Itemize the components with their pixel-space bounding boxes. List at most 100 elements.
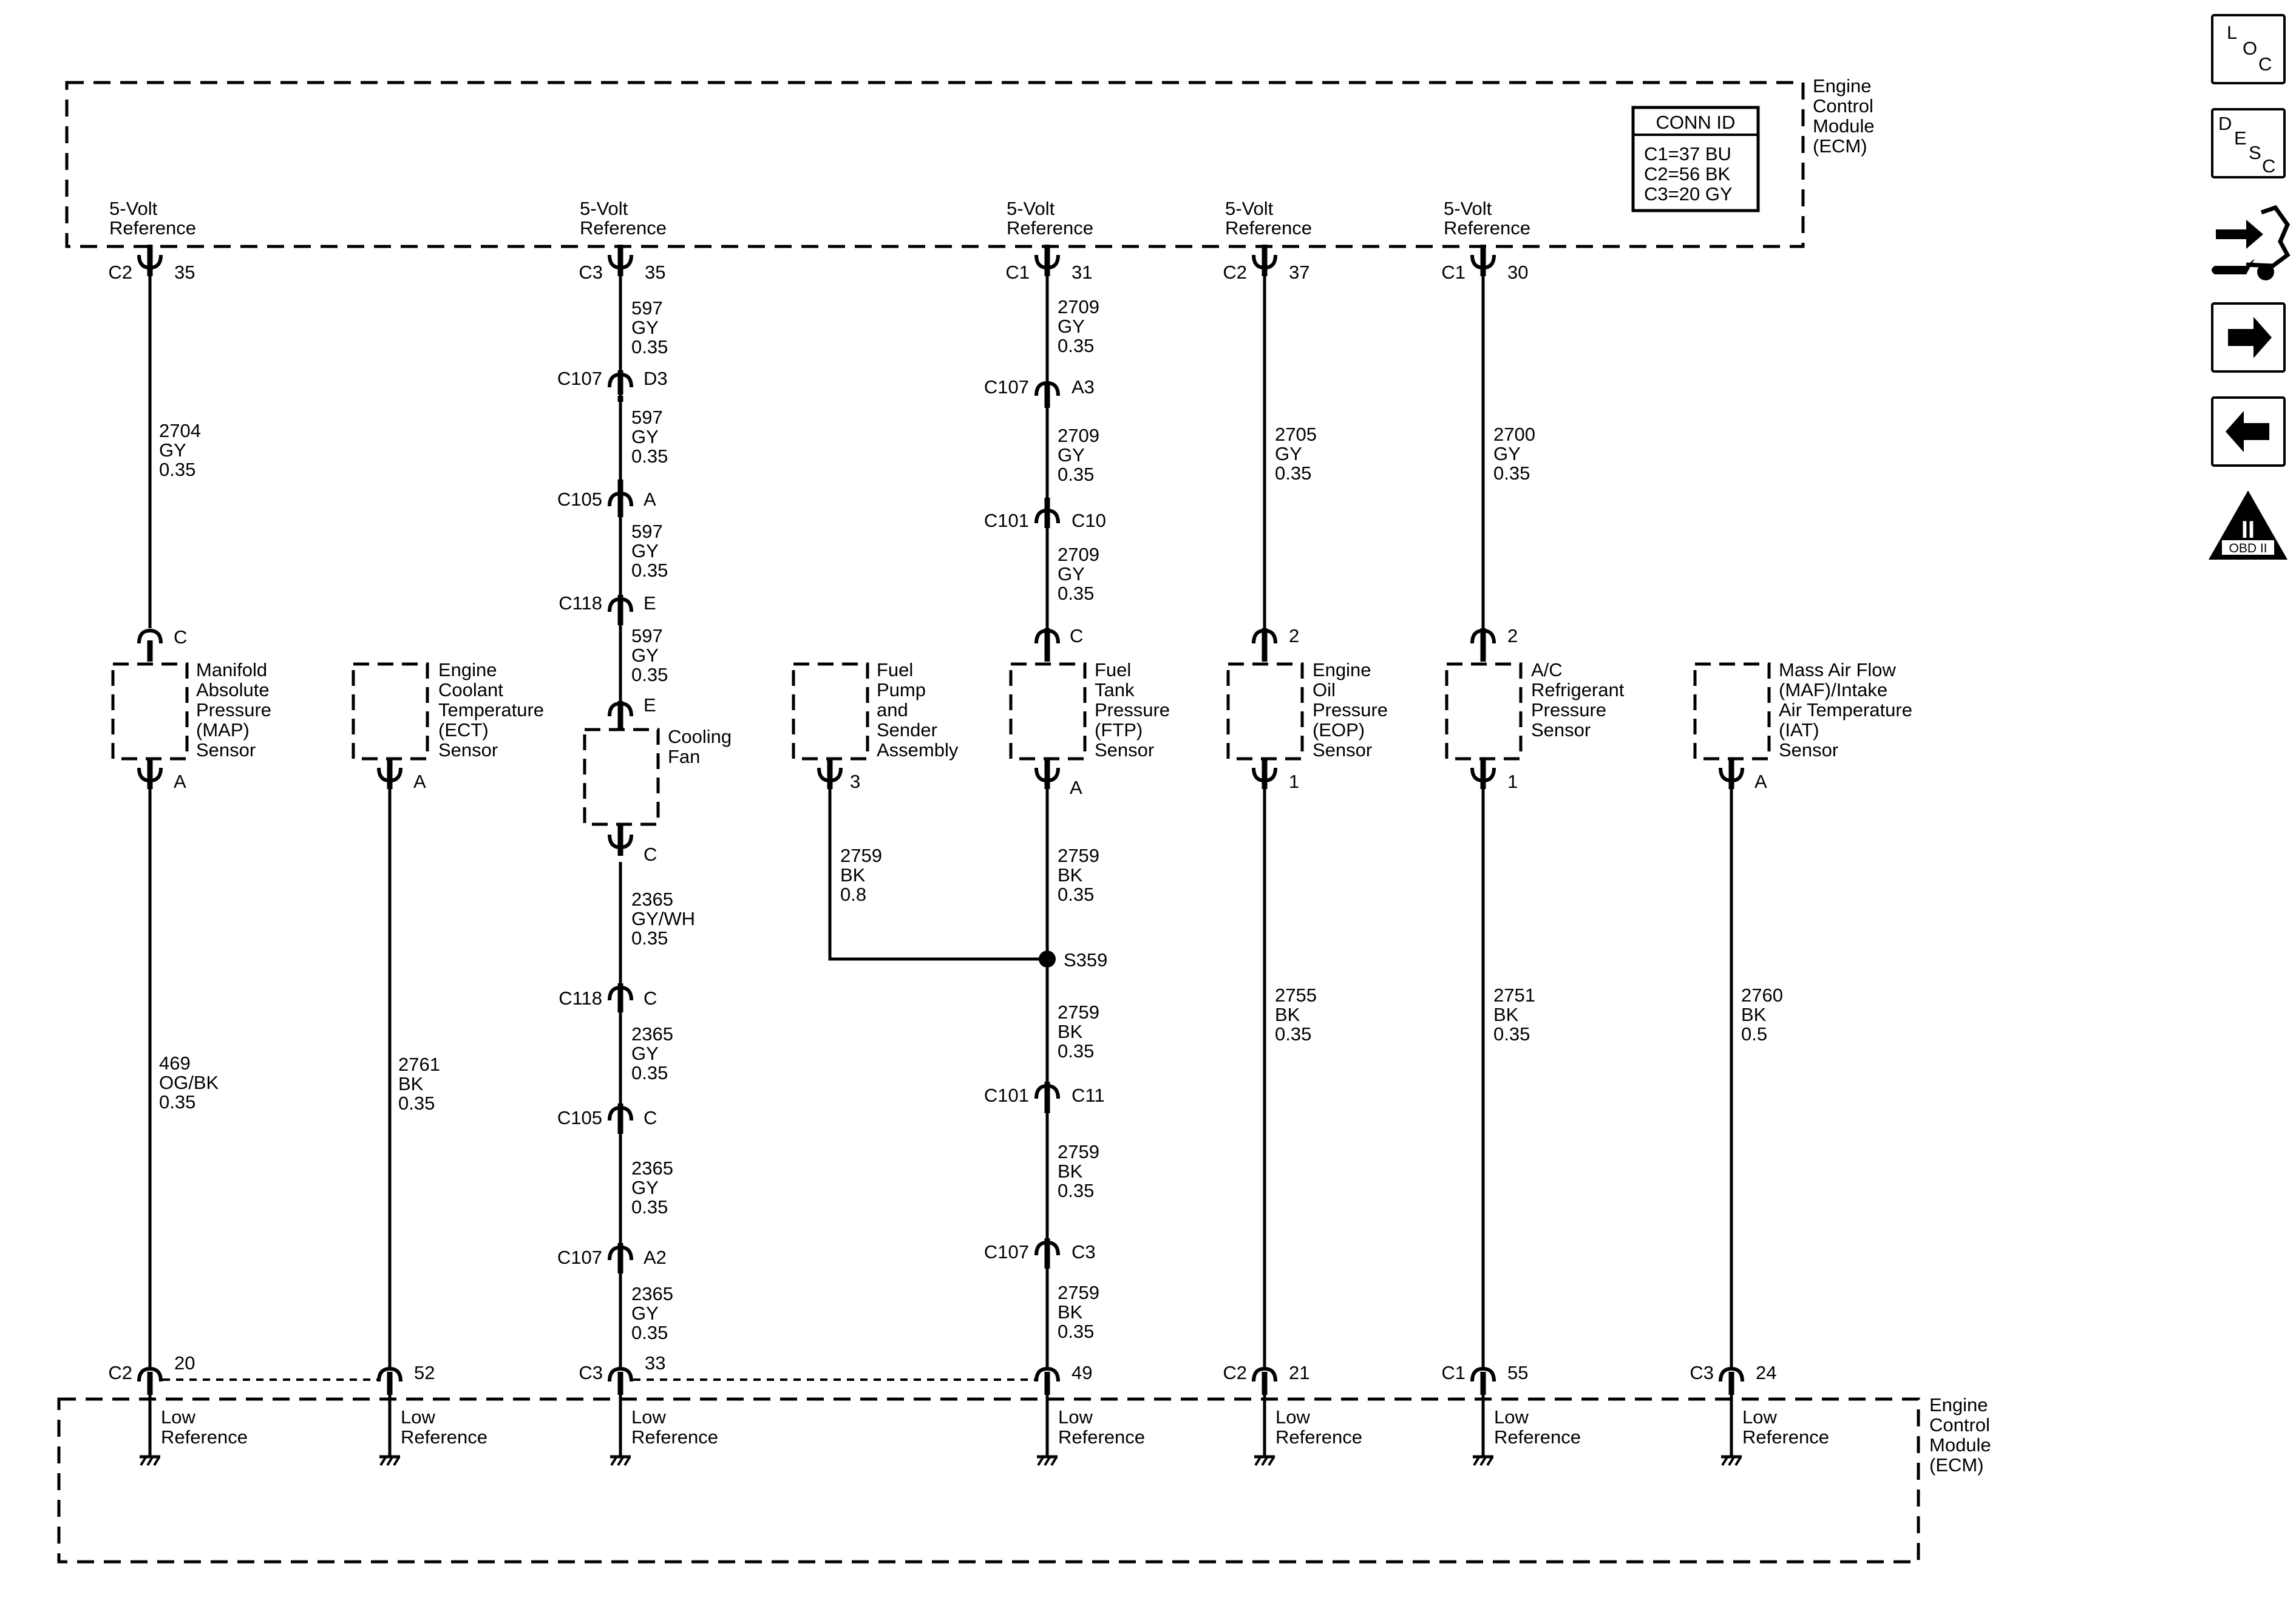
connector-tool-button[interactable] <box>2212 205 2291 280</box>
low-label-line1: Low <box>401 1406 435 1428</box>
component-label: Pressure <box>196 699 271 720</box>
pin-label: 3 <box>850 771 860 792</box>
wire-label-line: 0.35 <box>631 560 668 581</box>
eop-sensor: 2 1 Engine Oil Pressure (EOP) Sensor <box>1226 625 1388 792</box>
inline-connector: C107 A2 <box>557 1243 667 1273</box>
desc-icon-letter: E <box>2234 127 2247 149</box>
ref-label-line2: Reference <box>1225 217 1312 239</box>
wire-label-line: GY <box>631 317 659 338</box>
component-label: Tank <box>1095 679 1135 700</box>
component-label: (FTP) <box>1095 719 1143 741</box>
wire-label-line: GY <box>1058 316 1085 337</box>
loc-icon-letter: C <box>2258 53 2272 75</box>
ref-label-line2: Reference <box>1444 217 1530 239</box>
wire-label-line: 0.35 <box>1275 1023 1311 1045</box>
ect-sensor: A Engine Coolant Temperature (ECT) Senso… <box>352 659 544 792</box>
component-label: Pressure <box>1313 699 1388 720</box>
wire-label-line: BK <box>1058 1301 1083 1323</box>
ref-labels: 5-Volt Reference 5-Volt Reference 5-Volt… <box>109 198 1530 239</box>
ecm-connector: 49 <box>1034 1362 1092 1395</box>
connector-id: C105 <box>557 489 602 510</box>
component-label: Fuel <box>1095 659 1131 680</box>
inline-connector: C118 E <box>559 592 656 625</box>
ecm-connector: C3 33 <box>579 1352 665 1395</box>
arrow-right-icon <box>2228 317 2272 358</box>
pin-number: D3 <box>644 368 668 389</box>
component-label: Coolant <box>438 679 503 700</box>
wire-label-line: 2759 <box>1058 1282 1099 1303</box>
wire-label-line: GY <box>1058 563 1085 585</box>
wire-label-line: 597 <box>631 625 663 646</box>
wire-label-line: 0.35 <box>1058 583 1094 604</box>
wire-label-line: GY <box>631 1177 659 1198</box>
desc-button[interactable]: D E S C <box>2211 108 2286 178</box>
component-label: Mass Air Flow <box>1779 659 1897 680</box>
ac-pressure-sensor: 2 1 A/C Refrigerant Pressure Sensor <box>1445 625 1625 792</box>
low-label-line1: Low <box>631 1406 666 1428</box>
component-label: Sensor <box>1531 719 1591 741</box>
ecm-bottom-label: Engine Control Module (ECM) <box>1929 1394 1991 1476</box>
bottom-connectors: C2 20 52 C3 33 49 C2 21 C1 55 C3 <box>108 1352 1776 1395</box>
wire-label-line: 0.35 <box>1058 464 1094 485</box>
loc-button[interactable]: L O C <box>2211 14 2286 84</box>
wire-label-line: GY <box>631 540 659 561</box>
connector-id: C3 <box>579 1362 603 1383</box>
wire-label-line: 2365 <box>631 1158 673 1179</box>
low-label-line1: Low <box>1275 1406 1310 1428</box>
prev-page-button[interactable] <box>2211 396 2286 467</box>
pin-label: 2 <box>1289 625 1299 646</box>
low-ref-labels: Low Reference Low Reference Low Referenc… <box>161 1406 1829 1448</box>
wire-label-line: 2709 <box>1058 296 1099 317</box>
next-page-button[interactable] <box>2211 302 2286 373</box>
desc-icon-letter: D <box>2218 113 2232 134</box>
wire-label-line: 0.35 <box>1493 1023 1530 1045</box>
component-label: (ECT) <box>438 719 489 741</box>
pin-number: 30 <box>1507 262 1528 283</box>
ecm-bottom-label-line: Control <box>1929 1414 1990 1436</box>
component-label: Sensor <box>1095 739 1154 761</box>
pin-number: 21 <box>1289 1362 1309 1383</box>
cooling-fan: E C Cooling Fan <box>583 694 732 865</box>
wire-label-line: BK <box>840 864 866 886</box>
ground-icon <box>1037 1395 1058 1466</box>
connector-id: C101 <box>984 510 1029 531</box>
component-label: Refrigerant <box>1531 679 1625 700</box>
connector-wrench-icon <box>2212 205 2291 280</box>
pin-number: 52 <box>414 1362 435 1383</box>
component-label: Pump <box>877 679 926 700</box>
wire-label-line: 0.5 <box>1741 1023 1767 1045</box>
ecm-top-label: Engine Control Module (ECM) <box>1813 75 1875 157</box>
obd-ii-button[interactable]: II OBD II <box>2209 490 2288 560</box>
wire-label-line: 2700 <box>1493 424 1535 445</box>
connector-id: C105 <box>557 1107 602 1128</box>
wire-label-line: 0.35 <box>631 664 668 685</box>
connector-id: C107 <box>557 1247 602 1268</box>
ref-label-line1: 5-Volt <box>1007 198 1055 219</box>
pin-number: 35 <box>174 262 195 283</box>
ground-icon <box>1473 1395 1493 1466</box>
wire-label-line: GY <box>1493 443 1521 464</box>
wire-label-line: BK <box>1493 1004 1519 1025</box>
component-label: Absolute <box>196 679 270 700</box>
wire-label-line: 2759 <box>1058 1141 1099 1162</box>
pin-number: 35 <box>645 262 665 283</box>
splice-dot <box>1039 951 1056 968</box>
ref-label-line1: 5-Volt <box>109 198 158 219</box>
low-label-line2: Reference <box>1494 1426 1581 1448</box>
wire-label-line: 2760 <box>1741 985 1783 1006</box>
component-label: Sensor <box>438 739 498 761</box>
wire-label-line: 597 <box>631 407 663 428</box>
ground-icon <box>1721 1395 1742 1466</box>
wire-label-line: GY <box>631 426 659 447</box>
wire-label-line: 0.35 <box>631 446 668 467</box>
connector-id: C2 <box>108 262 132 283</box>
top-connectors: C2 35 C3 35 C1 31 C2 37 C1 30 <box>108 245 1528 283</box>
wire-label-line: 2365 <box>631 889 673 910</box>
